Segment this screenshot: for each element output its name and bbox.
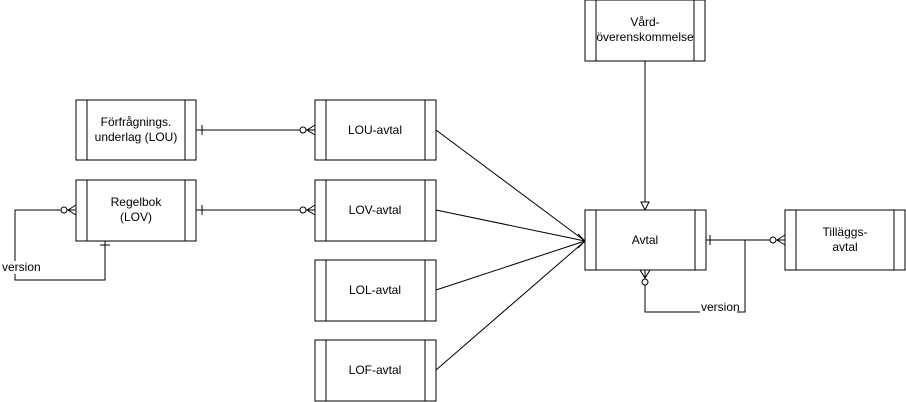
entity-label: Vård-: [630, 15, 659, 29]
entity-lou: LOU-avtal: [314, 99, 437, 161]
entity-label: avtal: [832, 240, 857, 254]
connector-avtal-version: version: [639, 240, 746, 314]
entity-vard: Vård- överenskommelse: [584, 0, 706, 62]
entity-avtal: Avtal: [584, 209, 707, 271]
entity-label: överenskommelse: [596, 30, 694, 44]
entity-label: LOV-avtal: [349, 203, 402, 217]
version-label: version: [2, 260, 41, 274]
zero-marker: [60, 206, 68, 214]
entity-label: LOF-avtal: [349, 363, 402, 377]
zero-marker: [299, 126, 307, 134]
entity-label: (LOV): [120, 210, 152, 224]
entity-tillaggs: Tilläggs- avtal: [784, 209, 906, 271]
entity-lof: LOF-avtal: [314, 339, 437, 402]
entity-label: Tilläggs-: [823, 225, 868, 239]
entity-label: Förfrågnings.: [101, 115, 172, 129]
entity-label: LOU-avtal: [348, 123, 402, 137]
entity-lol: LOL-avtal: [314, 259, 437, 322]
connector-lof-avtal: [435, 240, 586, 371]
zero-marker: [299, 206, 307, 214]
many-marker: [639, 269, 651, 279]
many-marker: [67, 204, 77, 216]
entity-label: underlag (LOU): [95, 130, 178, 144]
connector-regelbok-lov: [196, 204, 316, 216]
connector-lov-avtal: [435, 209, 586, 242]
entity-label: Regelbok: [111, 195, 163, 209]
many-marker: [776, 234, 786, 246]
entity-label: Avtal: [632, 233, 658, 247]
many-marker: [306, 204, 316, 216]
arrow-head: [640, 201, 650, 212]
entity-forfragnings: Förfrågnings. underlag (LOU): [75, 99, 197, 161]
connector-vard-avtal: [640, 61, 650, 212]
connector-regelbok-version: version: [2, 204, 110, 281]
connectors-contracts-avtal: [435, 129, 586, 371]
entity-lov: LOV-avtal: [314, 179, 437, 242]
many-marker: [306, 124, 316, 136]
entity-regelbok: Regelbok (LOV): [75, 179, 197, 242]
connector-forfragnings-lou: [196, 124, 316, 136]
connector-lol-avtal: [435, 240, 586, 291]
zero-marker: [641, 278, 649, 286]
entity-label: LOL-avtal: [349, 283, 401, 297]
zero-marker: [769, 236, 777, 244]
connector-lou-avtal: [435, 129, 586, 242]
version-label: version: [701, 300, 740, 314]
